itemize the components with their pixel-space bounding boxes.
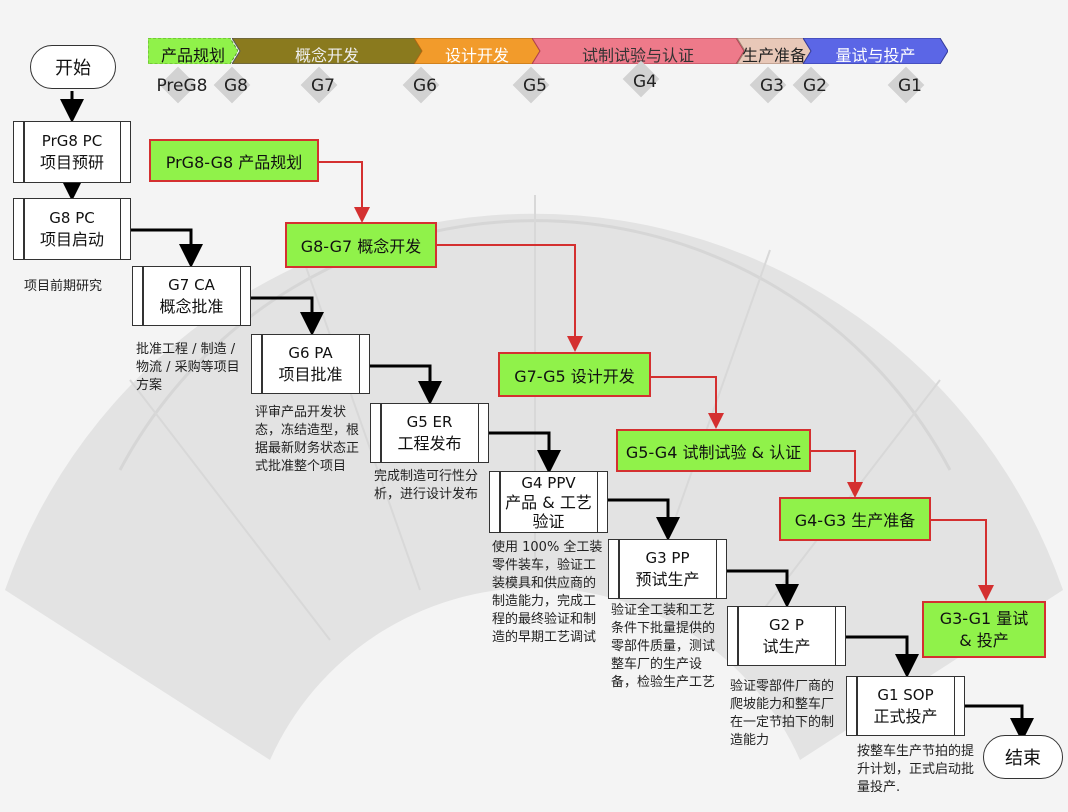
phasebox-trial: G5-G4 试制试验 & 认证: [616, 429, 811, 472]
note-pre-research: 项目前期研究: [24, 279, 103, 294]
phase-concept: 概念开发: [232, 38, 422, 65]
phase-product-planning: 产品规划: [148, 38, 238, 65]
phasebox-production-prep: G4-G3 生产准备: [779, 497, 931, 541]
note-g2: 验证零部件厂商的爬坡能力和整车厂在一定节拍下的制造能力: [730, 679, 835, 748]
note-g7: 批准工程 / 制造 / 物流 / 采购等项目方案: [136, 342, 240, 393]
phase-label: 产品规划: [160, 46, 225, 65]
phase-production-prep: 生产准备: [737, 38, 811, 65]
phasebox-concept: G8-G7 概念开发: [285, 222, 437, 268]
phasebox-design: G7-G5 设计开发: [498, 352, 651, 397]
note-g4: 使用 100% 全工装零件装车，验证工装模具和供应商的制造能力，完成工程的最终验…: [492, 540, 603, 645]
phase-label: 试制试验与认证: [581, 46, 694, 65]
phase-label: 设计开发: [444, 46, 509, 65]
phase-label: 概念开发: [294, 46, 359, 65]
phasebox-ramp-launch: G3-G1 量试 & 投产: [922, 601, 1046, 658]
end-node: 结束: [983, 735, 1063, 779]
phase-label: 量试与投产: [835, 46, 916, 65]
note-g3: 验证全工装和工艺条件下批量提供的零部件质量，测试整车厂的生产设备，检验生产工艺: [611, 603, 716, 690]
phase-trial-certification: 试制试验与认证: [532, 38, 744, 65]
phase-label: 生产准备: [741, 46, 806, 65]
phase-design: 设计开发: [414, 38, 540, 65]
phase-ramp-launch: 量试与投产: [803, 38, 948, 65]
note-g1: 按整车生产节拍的提升计划，正式启动批量投产.: [857, 744, 975, 795]
phasebox-product-planning: PrG8-G8 产品规划: [149, 139, 319, 182]
start-node: 开始: [30, 45, 116, 89]
note-g5: 完成制造可行性分析，进行设计发布: [374, 469, 479, 502]
note-g6: 评审产品开发状态，冻结造型，根据最新财务状态正式批准整个项目: [255, 405, 360, 474]
